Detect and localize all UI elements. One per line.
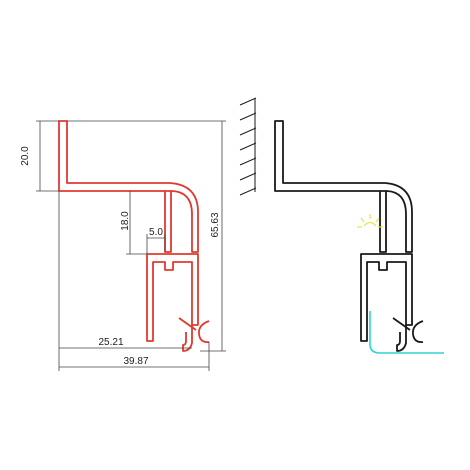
water-edge-icon xyxy=(369,311,444,354)
black-profile-gasket xyxy=(392,317,424,343)
profile-inner-channel xyxy=(164,191,172,253)
profile-lower-body xyxy=(146,253,199,342)
black-profile-hook xyxy=(396,325,407,352)
profile-hook xyxy=(182,325,193,352)
light-rays-icon xyxy=(357,214,383,228)
black-profile xyxy=(274,120,424,352)
wall-hatch-icon xyxy=(239,97,257,196)
dim-inner-width: 25.21 xyxy=(98,337,123,348)
dimension-lines xyxy=(36,120,226,371)
black-profile-lower-body xyxy=(360,253,413,342)
dim-total-width: 39.87 xyxy=(123,356,148,367)
dim-inner-depth: 18.0 xyxy=(120,211,131,231)
dim-slot-width: 5.0 xyxy=(149,227,163,238)
dim-top-leg: 20.0 xyxy=(20,146,31,166)
red-profile xyxy=(58,120,210,352)
dim-total-height: 65.63 xyxy=(210,212,221,237)
profile-top-leg xyxy=(58,120,199,253)
black-profile-inner-channel xyxy=(379,191,387,253)
black-profile-top-leg xyxy=(274,120,413,253)
profile-gasket xyxy=(178,317,210,343)
